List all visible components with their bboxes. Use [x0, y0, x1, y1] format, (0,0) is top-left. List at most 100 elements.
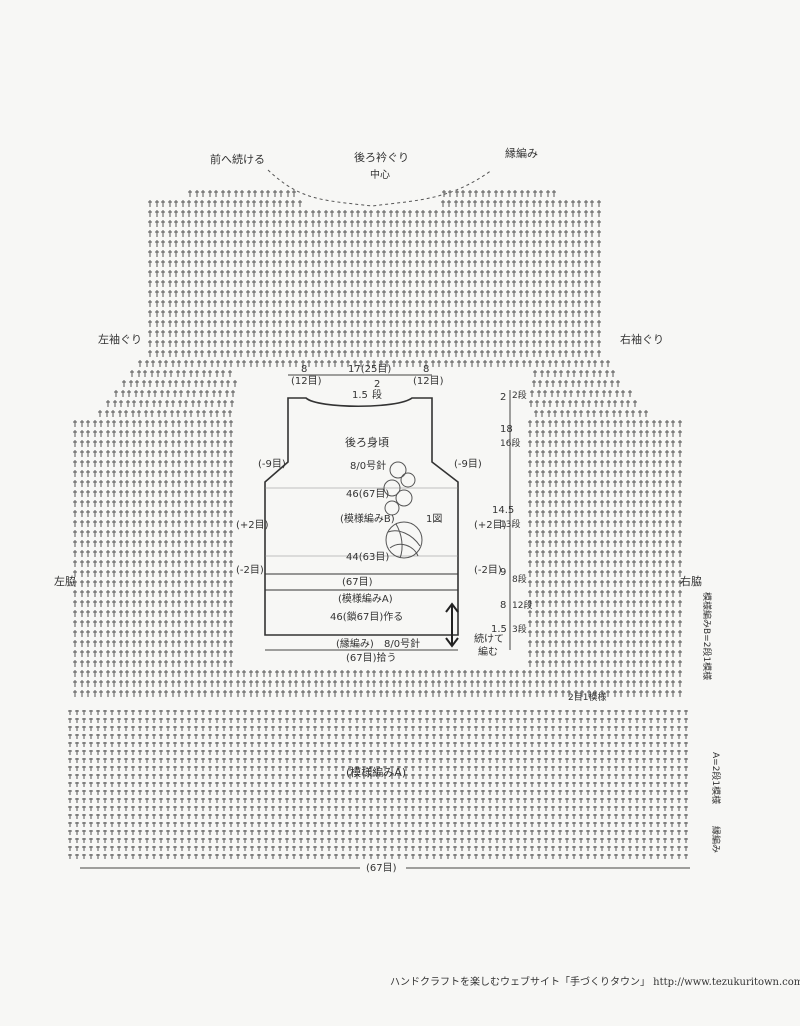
- stitch-mark: [600, 360, 604, 367]
- stitch-mark: [291, 260, 295, 267]
- stitch-mark: [415, 290, 419, 297]
- stitch-mark: [145, 470, 149, 477]
- stitch-mark: [382, 330, 386, 337]
- stitch-mark: [626, 670, 630, 677]
- stitch-mark: [168, 300, 172, 307]
- stitch-mark: [236, 838, 240, 843]
- stitch-mark: [148, 240, 152, 247]
- stitch-mark: [216, 450, 220, 457]
- stitch-mark: [421, 220, 425, 227]
- stitch-mark: [528, 520, 532, 527]
- stitch-mark: [306, 790, 310, 795]
- stitch-mark: [327, 718, 331, 723]
- stitch-mark: [155, 310, 159, 317]
- stitch-mark: [428, 290, 432, 297]
- stitch-mark: [181, 230, 185, 237]
- stitch-mark: [411, 782, 415, 787]
- stitch-mark: [516, 782, 520, 787]
- stitch-mark: [383, 726, 387, 731]
- stitch-mark: [486, 290, 490, 297]
- stitch-mark: [509, 854, 513, 859]
- stitch-mark: [168, 380, 172, 387]
- stitch-mark: [480, 330, 484, 337]
- stitch-mark: [447, 220, 451, 227]
- stitch-mark: [628, 718, 632, 723]
- stitch-mark: [567, 430, 571, 437]
- stitch-mark: [194, 340, 198, 347]
- stitch-mark: [530, 854, 534, 859]
- stitch-mark: [671, 660, 675, 667]
- stitch-mark: [152, 742, 156, 747]
- stitch-mark: [561, 420, 565, 427]
- stitch-mark: [383, 742, 387, 747]
- stitch-mark: [649, 774, 653, 779]
- stitch-mark: [112, 540, 116, 547]
- stitch-mark: [607, 742, 611, 747]
- stitch-mark: [341, 806, 345, 811]
- stitch-mark: [314, 670, 318, 677]
- stitch-mark: [106, 530, 110, 537]
- stitch-mark: [584, 200, 588, 207]
- stitch-mark: [191, 400, 195, 407]
- stitch-mark: [184, 490, 188, 497]
- stitch-mark: [580, 600, 584, 607]
- stitch-mark: [242, 360, 246, 367]
- stitch-mark: [593, 620, 597, 627]
- stitch-mark: [551, 798, 555, 803]
- stitch-mark: [148, 270, 152, 277]
- stitch-mark: [656, 758, 660, 763]
- stitch-mark: [506, 300, 510, 307]
- stitch-mark: [535, 630, 539, 637]
- stitch-mark: [628, 390, 632, 397]
- stitch-mark: [337, 300, 341, 307]
- stitch-mark: [586, 750, 590, 755]
- stitch-mark: [86, 490, 90, 497]
- stitch-mark: [298, 340, 302, 347]
- stitch-mark: [222, 766, 226, 771]
- stitch-mark: [75, 854, 79, 859]
- stitch-mark: [223, 470, 227, 477]
- stitch-mark: [177, 670, 181, 677]
- stitch-mark: [467, 830, 471, 835]
- stitch-mark: [499, 270, 503, 277]
- stitch-mark: [68, 742, 72, 747]
- stitch-mark: [587, 480, 591, 487]
- stitch-mark: [600, 510, 604, 517]
- stitch-mark: [292, 734, 296, 739]
- stitch-mark: [288, 670, 292, 677]
- stitch-mark: [632, 540, 636, 547]
- stitch-mark: [397, 750, 401, 755]
- stitch-mark: [215, 822, 219, 827]
- stitch-mark: [398, 690, 402, 697]
- stitch-mark: [538, 380, 542, 387]
- stitch-mark: [362, 766, 366, 771]
- stitch-mark: [291, 300, 295, 307]
- stitch-mark: [474, 758, 478, 763]
- stitch-mark: [359, 670, 363, 677]
- stitch-mark: [285, 822, 289, 827]
- stitch-mark: [439, 822, 443, 827]
- stitch-mark: [663, 750, 667, 755]
- stitch-mark: [363, 270, 367, 277]
- stitch-mark: [313, 790, 317, 795]
- stitch-mark: [551, 230, 555, 237]
- stitch-mark: [82, 790, 86, 795]
- stitch-mark: [177, 510, 181, 517]
- stitch-mark: [272, 340, 276, 347]
- stitch-mark: [285, 340, 289, 347]
- stitch-mark: [626, 430, 630, 437]
- stitch-mark: [216, 620, 220, 627]
- stitch-mark: [311, 300, 315, 307]
- label-pattern-a-bottom: (模様編みA): [346, 765, 406, 779]
- stitch-mark: [311, 260, 315, 267]
- stitch-mark: [213, 200, 217, 207]
- stitch-mark: [595, 390, 599, 397]
- stitch-mark: [684, 734, 688, 739]
- stitch-mark: [404, 758, 408, 763]
- stitch-mark: [177, 550, 181, 557]
- stitch-mark: [649, 806, 653, 811]
- stitch-mark: [68, 790, 72, 795]
- stitch-mark: [203, 680, 207, 687]
- stitch-mark: [467, 838, 471, 843]
- stitch-mark: [385, 670, 389, 677]
